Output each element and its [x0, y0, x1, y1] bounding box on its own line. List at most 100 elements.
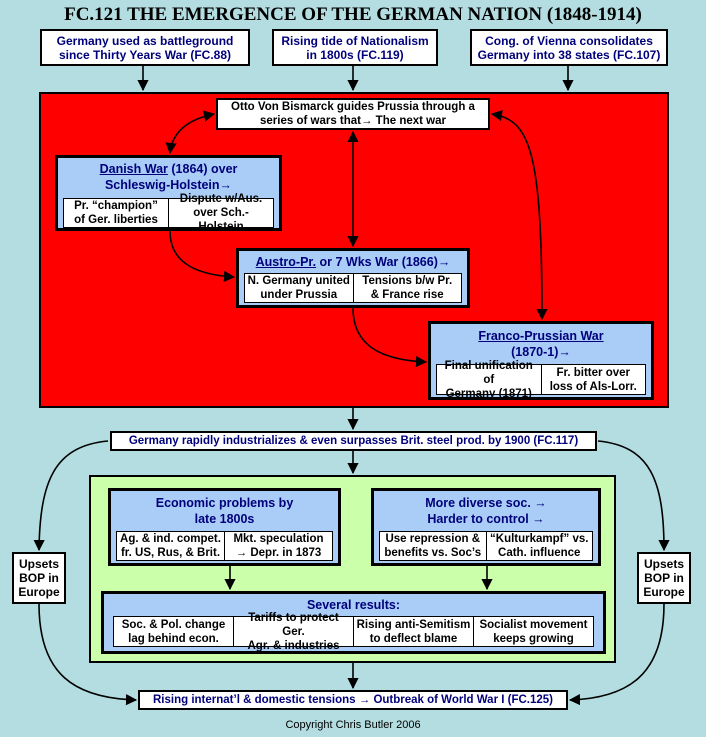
austro-war-panel: Austro-Pr. or 7 Wks War (1866)→ N. Germa…	[236, 248, 470, 308]
bismarck-line: series of wars that→ The next war	[260, 115, 446, 127]
arrow-bismarck-franco	[490, 110, 548, 321]
cell-line: Fr. bitter over	[556, 366, 631, 379]
cell-line: N. Germany united	[247, 275, 350, 287]
austro-cell-united: N. Germany united under Prussia	[245, 274, 354, 302]
economic-problems-panel: Economic problems by late 1800s Ag. & in…	[108, 488, 341, 566]
arrow-austro-franco	[352, 307, 428, 368]
cell-line: keeps growing	[493, 632, 574, 645]
economic-heading-line2: late 1800s	[194, 512, 255, 526]
bop-line: BOP in	[19, 571, 59, 585]
diverse-cells: Use repression & benefits vs. Soc’s “Kult…	[379, 531, 593, 561]
austro-cell-tensions: Tensions b/w Pr. & France rise	[354, 274, 462, 302]
cell-line: over Sch.-Holstein	[193, 207, 249, 233]
cell-line: Agr. & industries	[247, 639, 340, 652]
cell-line: Tensions b/w Pr.	[362, 275, 453, 287]
austro-war-link[interactable]: Austro-Pr.	[255, 255, 317, 269]
economic-heading: Economic problems by late 1800s	[111, 495, 338, 527]
results-heading: Several results:	[306, 598, 401, 612]
arrow-bop-left-worldwar	[38, 603, 138, 706]
cell-line: Socialist movement	[479, 618, 588, 631]
cell-line: Mkt. speculation	[233, 533, 324, 545]
cell-line: Tariffs to protect Ger.	[248, 611, 339, 638]
top-box-nationalism: Rising tide of Nationalism in 1800s (FC.…	[272, 29, 438, 66]
cell-line: Germany (1871)	[445, 387, 532, 400]
franco-war-year: (1870-1)→	[511, 345, 571, 359]
bop-right-box: Upsets BOP in Europe	[637, 552, 691, 604]
bop-line: Europe	[18, 585, 60, 599]
cell-line: Use repression &	[385, 533, 481, 545]
diverse-heading-line2: Harder to control →	[427, 512, 545, 526]
danish-war-year: (1864) over	[167, 162, 238, 176]
cell-line: Ag. & ind. compet.	[120, 533, 221, 545]
arrow-danish-austro	[169, 230, 236, 282]
bop-left-box: Upsets BOP in Europe	[12, 552, 66, 604]
arrow-industrial-bop-left	[33, 440, 109, 552]
arrow-bismarck-danish	[165, 110, 216, 155]
bismarck-box: Otto Von Bismarck guides Prussia through…	[216, 98, 490, 130]
cell-line: Pr. “champion”	[74, 200, 158, 212]
economic-cells: Ag. & ind. compet. fr. US, Rus, & Brit. M…	[116, 531, 333, 561]
economic-cell-speculation: Mkt. speculation → Depr. in 1873	[225, 532, 332, 560]
danish-war-heading: Danish War (1864) over Schleswig-Holstei…	[58, 161, 279, 193]
bop-line: BOP in	[644, 571, 684, 585]
franco-war-link[interactable]: Franco-Prussian War	[478, 329, 604, 343]
diverse-society-panel: More diverse soc. → Harder to control → …	[371, 488, 601, 566]
bop-line: Upsets	[18, 557, 59, 571]
cell-line: lag behind econ.	[128, 632, 219, 645]
economic-cell-competition: Ag. & ind. compet. fr. US, Rus, & Brit.	[117, 532, 225, 560]
cell-line: Dispute w/Aus.	[179, 193, 263, 205]
world-war-text: Rising internat’l & domestic tensions → …	[153, 694, 553, 706]
results-cell-tariffs: Tariffs to protect Ger.Agr. & industries	[234, 612, 354, 652]
franco-war-heading: Franco-Prussian War (1870-1)→	[431, 328, 651, 360]
arrow-bop-right-worldwar	[568, 603, 665, 706]
top-box-line: Germany used as battleground	[56, 33, 234, 48]
top-box-line: Rising tide of Nationalism	[281, 33, 429, 48]
diverse-heading-line1: More diverse soc. →	[425, 496, 547, 510]
top-box-line: in 1800s (FC.119)	[306, 47, 404, 62]
franco-war-panel: Franco-Prussian War (1870-1)→ Final unif…	[428, 321, 654, 400]
cell-line: Final unification of	[444, 359, 533, 386]
industrialization-text: Germany rapidly industrializes & even su…	[128, 435, 579, 447]
cell-line: Soc. & Pol. change	[121, 618, 226, 631]
diverse-cell-kulturkampf: “Kulturkampf” vs.Cath. influence	[487, 532, 593, 560]
bop-line: Upsets	[643, 557, 684, 571]
diverse-cell-repression: Use repression & benefits vs. Soc’s	[380, 532, 487, 560]
austro-war-rest: or 7 Wks War (1866)→	[316, 255, 451, 269]
economic-heading-line1: Economic problems by	[155, 496, 294, 510]
danish-war-panel: Danish War (1864) over Schleswig-Holstei…	[55, 155, 282, 233]
cell-line: loss of Als-Lorr.	[549, 380, 637, 393]
arrow-industrial-bop-right	[597, 440, 670, 552]
danish-cell-champion: Pr. “champion” of Ger. liberties	[64, 199, 169, 227]
diverse-heading: More diverse soc. → Harder to control →	[374, 495, 598, 527]
industrialization-box: Germany rapidly industrializes & even su…	[110, 431, 597, 451]
top-box-line: Germany into 38 states (FC.107)	[477, 47, 661, 62]
austro-war-heading: Austro-Pr. or 7 Wks War (1866)→	[239, 254, 467, 270]
cell-line: fr. US, Rus, & Brit.	[120, 547, 221, 559]
top-box-battleground: Germany used as battleground since Thirt…	[40, 29, 250, 66]
copyright-text: Copyright Chris Butler 2006	[285, 719, 421, 731]
danish-war-link[interactable]: Danish War	[99, 162, 168, 176]
cell-line: Rising anti-Semitism	[356, 618, 471, 631]
cell-line: of Ger. liberties	[74, 214, 158, 226]
bop-line: Europe	[643, 585, 685, 599]
cell-line: under Prussia	[260, 289, 338, 301]
cell-line: benefits vs. Soc’s	[384, 547, 482, 559]
top-box-vienna: Cong. of Vienna consolidates Germany int…	[470, 29, 668, 66]
cell-line: to deflect blame	[369, 632, 458, 645]
world-war-box: Rising internat’l & domestic tensions → …	[138, 690, 568, 710]
top-box-line: since Thirty Years War (FC.88)	[58, 47, 232, 62]
danish-cell-dispute: Dispute w/Aus. over Sch.-Holstein	[169, 193, 273, 233]
cell-line: & France rise	[370, 289, 444, 301]
danish-war-cells: Pr. “champion” of Ger. liberties Dispute …	[63, 193, 274, 233]
cell-line: → Depr. in 1873	[235, 547, 322, 559]
danish-war-heading-line2: Schleswig-Holstein→	[104, 178, 233, 192]
